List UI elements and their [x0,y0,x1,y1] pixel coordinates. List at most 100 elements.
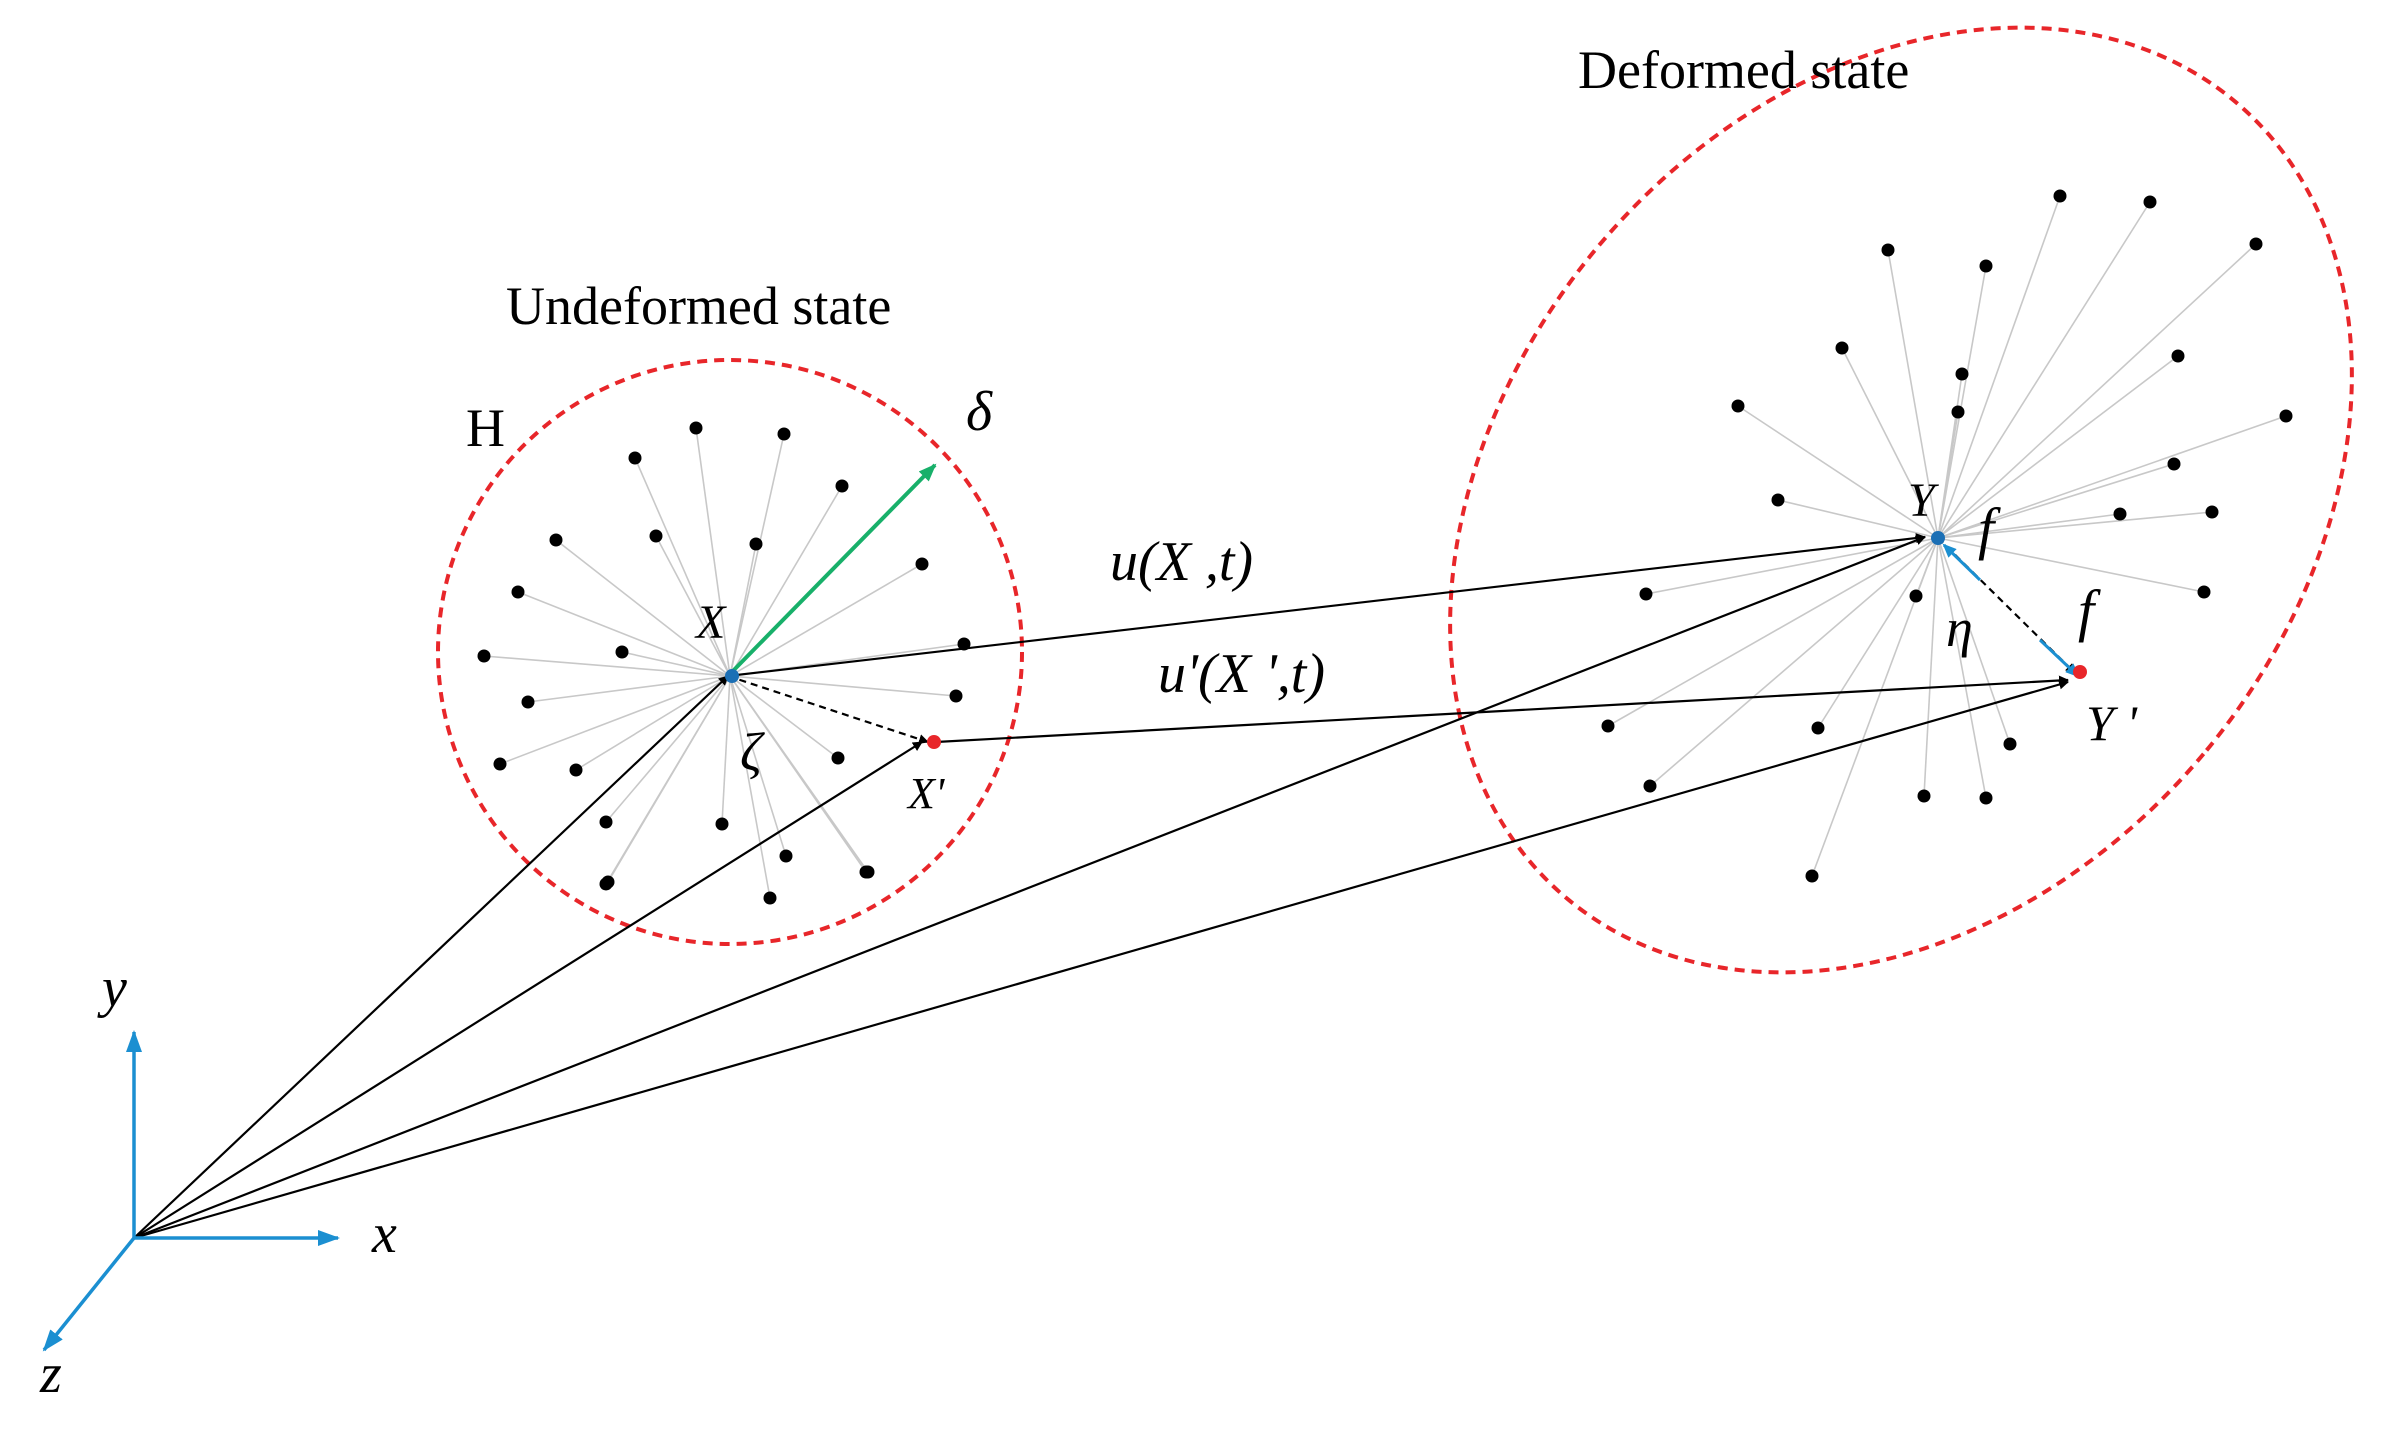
position-vector-x [133,675,729,1239]
deformed-bond-line [1937,537,2011,745]
axis-y-label: y [97,957,127,1019]
undeformed-bond-line [607,675,731,883]
point-x-prime-label: X' [906,769,946,818]
deformed-family-point [1951,405,1965,419]
position-vector-y [133,535,1926,1240]
point-y-marker [1931,531,1945,545]
deformed-family-point [2205,505,2219,519]
undeformed-bond-line [729,485,843,677]
displacement-u-label: u(X ,t) [1110,531,1253,593]
deformed-bonds [1607,195,2287,877]
undeformed-bond-line [634,457,731,677]
position-vectors [133,535,2069,1240]
position-vector-x-prime [133,741,923,1239]
undeformed-family-point [521,695,535,709]
deformed-family-point [2053,189,2067,203]
position-vector-y-prime [133,679,2069,1240]
undeformed-bond-line [605,675,731,823]
undeformed-family-point [749,537,763,551]
undeformed-family-point [859,865,873,879]
deformed-family-point [1639,587,1653,601]
deformed-bond-line [1645,537,1939,595]
deformed-bond-line [1937,201,2151,539]
deformed-bond-line [1937,537,1987,799]
deformed-family-point [2167,457,2181,471]
undeformed-bond-line [729,563,923,677]
deformed-family-point [1805,869,1819,883]
undeformed-family-point [949,689,963,703]
deformed-family-point [1917,789,1931,803]
undeformed-bond-line [499,675,731,765]
axis-x-label: x [371,1203,397,1265]
undeformed-family-point [628,451,642,465]
deformed-family-point [2113,507,2127,521]
deformed-family-point [2249,237,2263,251]
deformed-family-point [2003,737,2017,751]
undeformed-bond-line [527,675,731,703]
point-y-prime-label: Y ' [2086,695,2138,751]
deformed-family-point [1979,259,1993,273]
deformed-family-point [2279,409,2293,423]
deformed-family-point [2197,585,2211,599]
deformed-family-point [1643,779,1657,793]
deformed-bond-line [1841,347,1939,539]
displacement-u-prime-arrow [935,675,2069,744]
deformed-family-point [1909,589,1923,603]
deformed-family-point [2171,349,2185,363]
undeformed-bond-line [555,539,731,677]
delta-radius-arrow [726,463,937,678]
undeformed-bond-line [621,651,731,677]
undeformed-family-point [493,757,507,771]
undeformed-bond-line [483,655,731,677]
undeformed-family-point [763,891,777,905]
deformed-bond-line [1887,249,1939,539]
deformed-bond-line [1937,355,2179,539]
point-y-prime-marker [2073,665,2087,679]
undeformed-family-points [477,421,971,905]
force-arrow-y [1942,543,1982,582]
undeformed-bond-line [695,427,731,677]
point-x-marker [725,669,739,683]
displacement-u-prime-label: u'(X ',t) [1158,643,1325,705]
undeformed-bond-line [517,591,731,677]
undeformed-bond-line [729,675,957,697]
undeformed-state-title: Undeformed state [506,276,891,336]
deformed-state-title: Deformed state [1578,40,1909,100]
undeformed-bond-line [575,675,731,771]
deformed-bond-line [1937,463,2175,539]
deformed-bond-line [1923,537,1939,797]
coordinate-axes [42,1030,340,1352]
undeformed-bond-line [729,675,787,857]
undeformed-family-point [549,533,563,547]
deformed-family-point [1771,493,1785,507]
undeformed-family-point [831,751,845,765]
axis-z-line [42,1236,136,1352]
undeformed-family-point [477,649,491,663]
displacement-u-arrow [727,533,1926,678]
deformed-family-point [1601,719,1615,733]
deformed-family-point [1835,341,1849,355]
deformed-bond-line [1937,195,2061,539]
undeformed-family-point [957,637,971,651]
deformed-bond-line [1937,411,1959,539]
undeformed-bond-line [655,535,731,677]
eta-label: η [1946,598,1973,658]
undeformed-bond-line [729,675,771,899]
deformed-family-point [1731,399,1745,413]
undeformed-family-point [599,815,613,829]
deformed-family-point [1979,791,1993,805]
f-top-label: f [1978,496,2001,561]
deformed-bond-line [1937,513,2121,539]
undeformed-bonds [483,427,965,899]
deformed-bond-line [1777,499,1939,539]
undeformed-family-point [915,557,929,571]
undeformed-family-point [777,427,791,441]
deformed-bond-line [1817,537,1939,729]
point-x-label: X [694,596,727,649]
deformed-bond-line [1937,537,2205,593]
undeformed-family-point [601,875,615,889]
axis-z-label: z [39,1343,62,1405]
deformed-bond-line [1937,415,2287,539]
deformed-bond-line [1649,537,1939,787]
point-x-prime-marker [927,735,941,749]
